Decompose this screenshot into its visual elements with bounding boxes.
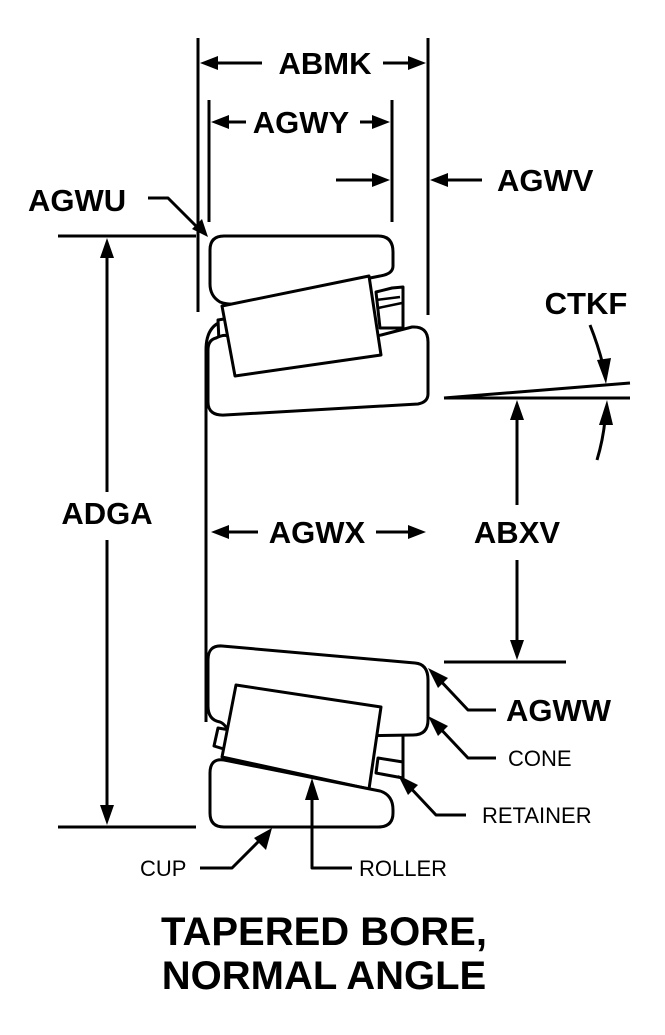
roller-label: ROLLER — [359, 856, 447, 881]
agww-label: AGWW — [506, 693, 612, 728]
ctkf-dimension: CTKF — [545, 286, 628, 461]
bearing-bottom-section — [206, 644, 430, 829]
agwu-leader: AGWU — [28, 183, 208, 237]
retainer-label: RETAINER — [482, 803, 592, 828]
cup-leader: CUP — [140, 828, 272, 881]
cone-label: CONE — [508, 746, 572, 771]
agwx-label: AGWX — [269, 515, 366, 550]
adga-label: ADGA — [61, 496, 152, 531]
roller-leader: ROLLER — [305, 778, 447, 881]
agwv-dimension: AGWV — [336, 163, 594, 198]
diagram-title-line-2: NORMAL ANGLE — [162, 954, 486, 998]
retainer-bottom — [374, 756, 405, 780]
agwv-label: AGWV — [497, 163, 594, 198]
agwu-label: AGWU — [28, 183, 126, 218]
agwx-dimension: AGWX — [211, 515, 426, 550]
abxv-label: ABXV — [474, 515, 560, 550]
ctkf-label: CTKF — [545, 286, 628, 321]
cup-label: CUP — [140, 856, 186, 881]
roller-top — [220, 274, 383, 378]
retainer-leader: RETAINER — [398, 775, 592, 828]
adga-dimension: ADGA — [58, 234, 196, 829]
agww-leader: AGWW — [428, 668, 612, 728]
bearing-top-section — [204, 234, 430, 722]
abxv-dimension: ABXV — [443, 381, 631, 664]
abmk-dimension: ABMK — [200, 46, 426, 81]
cup-bottom — [208, 758, 395, 829]
cone-leader: CONE — [428, 716, 572, 771]
agwy-dimension: AGWY — [211, 105, 390, 140]
abmk-label: ABMK — [279, 46, 373, 81]
diagram-title-line-1: TAPERED BORE, — [161, 910, 487, 954]
agwy-label: AGWY — [253, 105, 350, 140]
